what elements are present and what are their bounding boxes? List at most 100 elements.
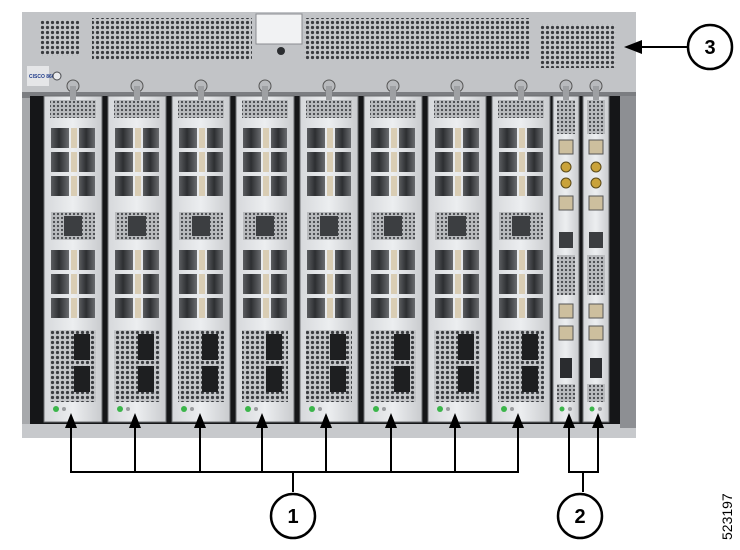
qsfp-port <box>115 152 133 172</box>
qsfp-port <box>138 366 154 392</box>
qsfp-port <box>243 152 261 172</box>
qsfp-port <box>371 274 389 294</box>
arrow-left-icon <box>624 40 642 54</box>
qsfp-port <box>330 366 346 392</box>
ejector-lever <box>262 86 268 100</box>
qsfp-port <box>371 152 389 172</box>
qsfp-port <box>527 250 543 270</box>
port-divider <box>71 176 77 196</box>
qsfp-port <box>527 176 543 196</box>
qsfp-port <box>512 216 530 236</box>
qsfp-port <box>335 152 351 172</box>
qsfp-port <box>307 298 325 318</box>
vent-center-left <box>92 18 252 60</box>
qsfp-port <box>458 334 474 360</box>
qsfp-port <box>266 334 282 360</box>
qsfp-port <box>435 274 453 294</box>
qsfp-port <box>335 298 351 318</box>
card-vent <box>557 100 575 134</box>
qsfp-port <box>143 250 159 270</box>
qsfp-port <box>499 176 517 196</box>
qsfp-port <box>271 176 287 196</box>
power-led-icon <box>52 71 62 81</box>
qsfp-port <box>371 128 389 148</box>
chassis-side-rail <box>620 96 636 428</box>
ejector-lever <box>70 86 76 100</box>
port-divider <box>519 298 525 318</box>
ejector-lever <box>518 86 524 100</box>
port-divider <box>455 250 461 270</box>
qsfp-port <box>527 152 543 172</box>
callout-2-arrowheads <box>563 413 604 428</box>
port-divider <box>455 274 461 294</box>
qsfp-port <box>179 128 197 148</box>
card-vent <box>242 100 288 118</box>
port-divider <box>263 274 269 294</box>
qsfp-port <box>115 128 133 148</box>
ejector-lever <box>326 86 332 100</box>
status-led-icon <box>117 406 123 412</box>
qsfp-port <box>202 334 218 360</box>
port-divider <box>327 176 333 196</box>
qsfp-port <box>527 298 543 318</box>
port-divider <box>455 298 461 318</box>
port-divider <box>135 152 141 172</box>
port-divider <box>263 176 269 196</box>
rp-card <box>582 79 610 423</box>
line-card <box>491 79 551 423</box>
qsfp-port <box>399 152 415 172</box>
qsfp-port <box>51 298 69 318</box>
line-card <box>235 79 295 423</box>
qsfp-port <box>138 334 154 360</box>
status-led-icon <box>568 407 572 411</box>
arrow-up-icon <box>129 413 141 428</box>
screw-icon <box>277 47 285 55</box>
port-divider <box>199 152 205 172</box>
arrow-up-icon <box>320 413 332 428</box>
qsfp-port <box>243 128 261 148</box>
arrow-up-icon <box>65 413 77 428</box>
qsfp-port <box>458 366 474 392</box>
qsfp-port <box>330 334 346 360</box>
qsfp-port <box>243 250 261 270</box>
status-led-icon <box>510 407 514 411</box>
port-divider <box>391 298 397 318</box>
qsfp-port <box>51 274 69 294</box>
qsfp-port <box>435 250 453 270</box>
qsfp-port <box>115 274 133 294</box>
qsfp-port <box>51 152 69 172</box>
callout-2: 2 <box>556 492 604 540</box>
ejector-lever <box>563 86 569 100</box>
callout-number: 3 <box>704 37 715 59</box>
card-vent <box>498 100 544 118</box>
qsfp-port <box>307 274 325 294</box>
qsfp-port <box>271 250 287 270</box>
port-divider <box>327 274 333 294</box>
qsfp-port <box>499 274 517 294</box>
callout-1-leaders <box>70 424 519 492</box>
status-led-icon <box>437 406 443 412</box>
rj45-port <box>588 303 604 319</box>
rj45-port <box>558 325 574 341</box>
cisco-logo-text: CISCO 8608 <box>29 74 58 80</box>
qsfp-port <box>307 250 325 270</box>
rj45-port <box>588 139 604 155</box>
callout-1: 1 <box>269 492 317 540</box>
card-mid-vent <box>557 255 575 295</box>
qsfp-port <box>179 298 197 318</box>
line-card <box>43 79 103 423</box>
qsfp-port <box>79 250 95 270</box>
port-divider <box>71 152 77 172</box>
ejector-lever <box>593 86 599 100</box>
status-led-icon <box>318 407 322 411</box>
card-vent <box>370 100 416 118</box>
qsfp-port <box>207 298 223 318</box>
port-divider <box>391 274 397 294</box>
qsfp-port <box>115 250 133 270</box>
qsfp-port <box>394 334 410 360</box>
status-led-icon <box>598 407 602 411</box>
qsfp-port <box>143 176 159 196</box>
port-divider <box>391 250 397 270</box>
qsfp-port <box>463 152 479 172</box>
qsfp-port <box>394 366 410 392</box>
